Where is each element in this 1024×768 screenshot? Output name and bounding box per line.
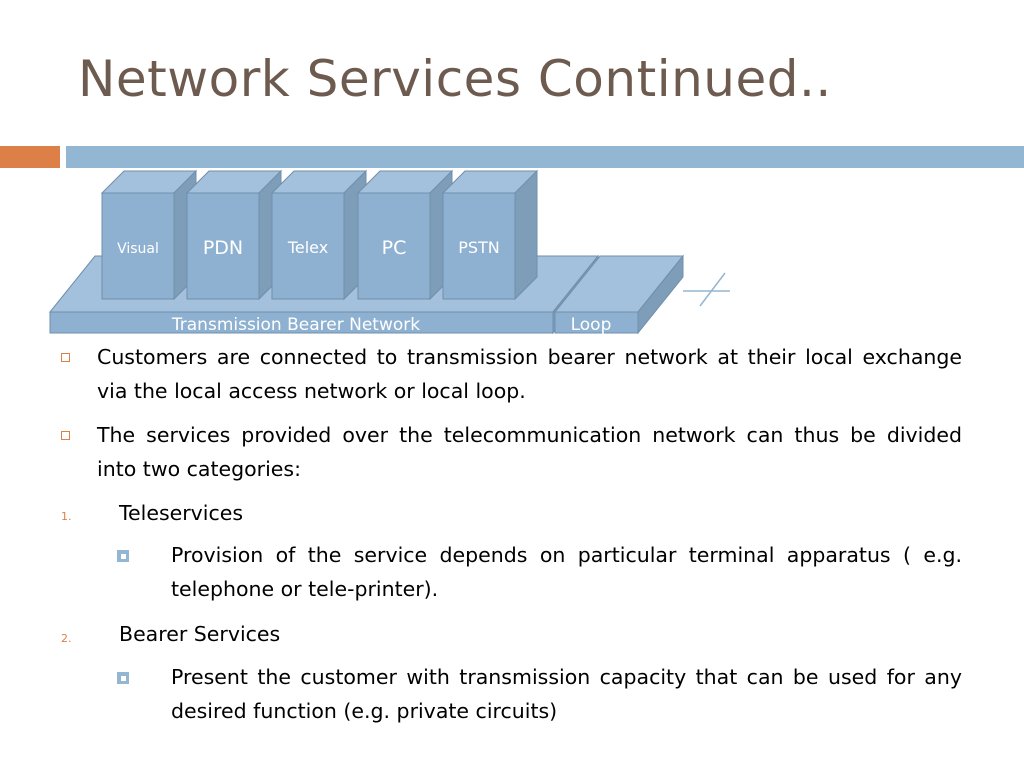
loop-label: Loop (571, 315, 612, 335)
service-box-label: Visual (117, 241, 159, 257)
sub-bullet-text: Provision of the service depends on part… (171, 543, 962, 601)
list-number: 1. (61, 510, 72, 523)
slide-title: Network Services Continued.. (78, 50, 832, 108)
square-bullet-icon (61, 431, 70, 440)
service-box-label: PSTN (458, 238, 500, 257)
network-diagram: Transmission Bearer Network Loop Visual … (48, 169, 730, 335)
accent-band-blue (66, 146, 1024, 168)
bullet-text: The services provided over the telecommu… (97, 423, 962, 481)
category-label: Teleservices (119, 501, 244, 525)
service-box-label: Telex (287, 238, 328, 257)
service-box-pdn: PDN (185, 169, 283, 301)
service-box-visual: Visual (100, 169, 198, 301)
list-number: 2. (61, 632, 72, 645)
service-box-pc: PC (356, 169, 454, 301)
service-box-label: PC (382, 237, 407, 259)
bullet-text: Customers are connected to transmission … (97, 345, 962, 403)
filled-square-bullet-icon (117, 550, 129, 562)
bearer-network-label: Transmission Bearer Network (171, 315, 420, 335)
filled-square-bullet-icon (117, 672, 129, 684)
loop-line-icon (683, 272, 730, 307)
loop-slab: Loop (553, 254, 685, 335)
service-box-label: PDN (203, 237, 243, 259)
square-bullet-icon (61, 353, 70, 362)
sub-bullet-text: Present the customer with transmission c… (171, 665, 962, 723)
service-box-pstn: PSTN (441, 169, 539, 301)
service-box-telex: Telex (270, 169, 368, 301)
category-label: Bearer Services (119, 622, 281, 646)
accent-band-orange (0, 146, 60, 168)
